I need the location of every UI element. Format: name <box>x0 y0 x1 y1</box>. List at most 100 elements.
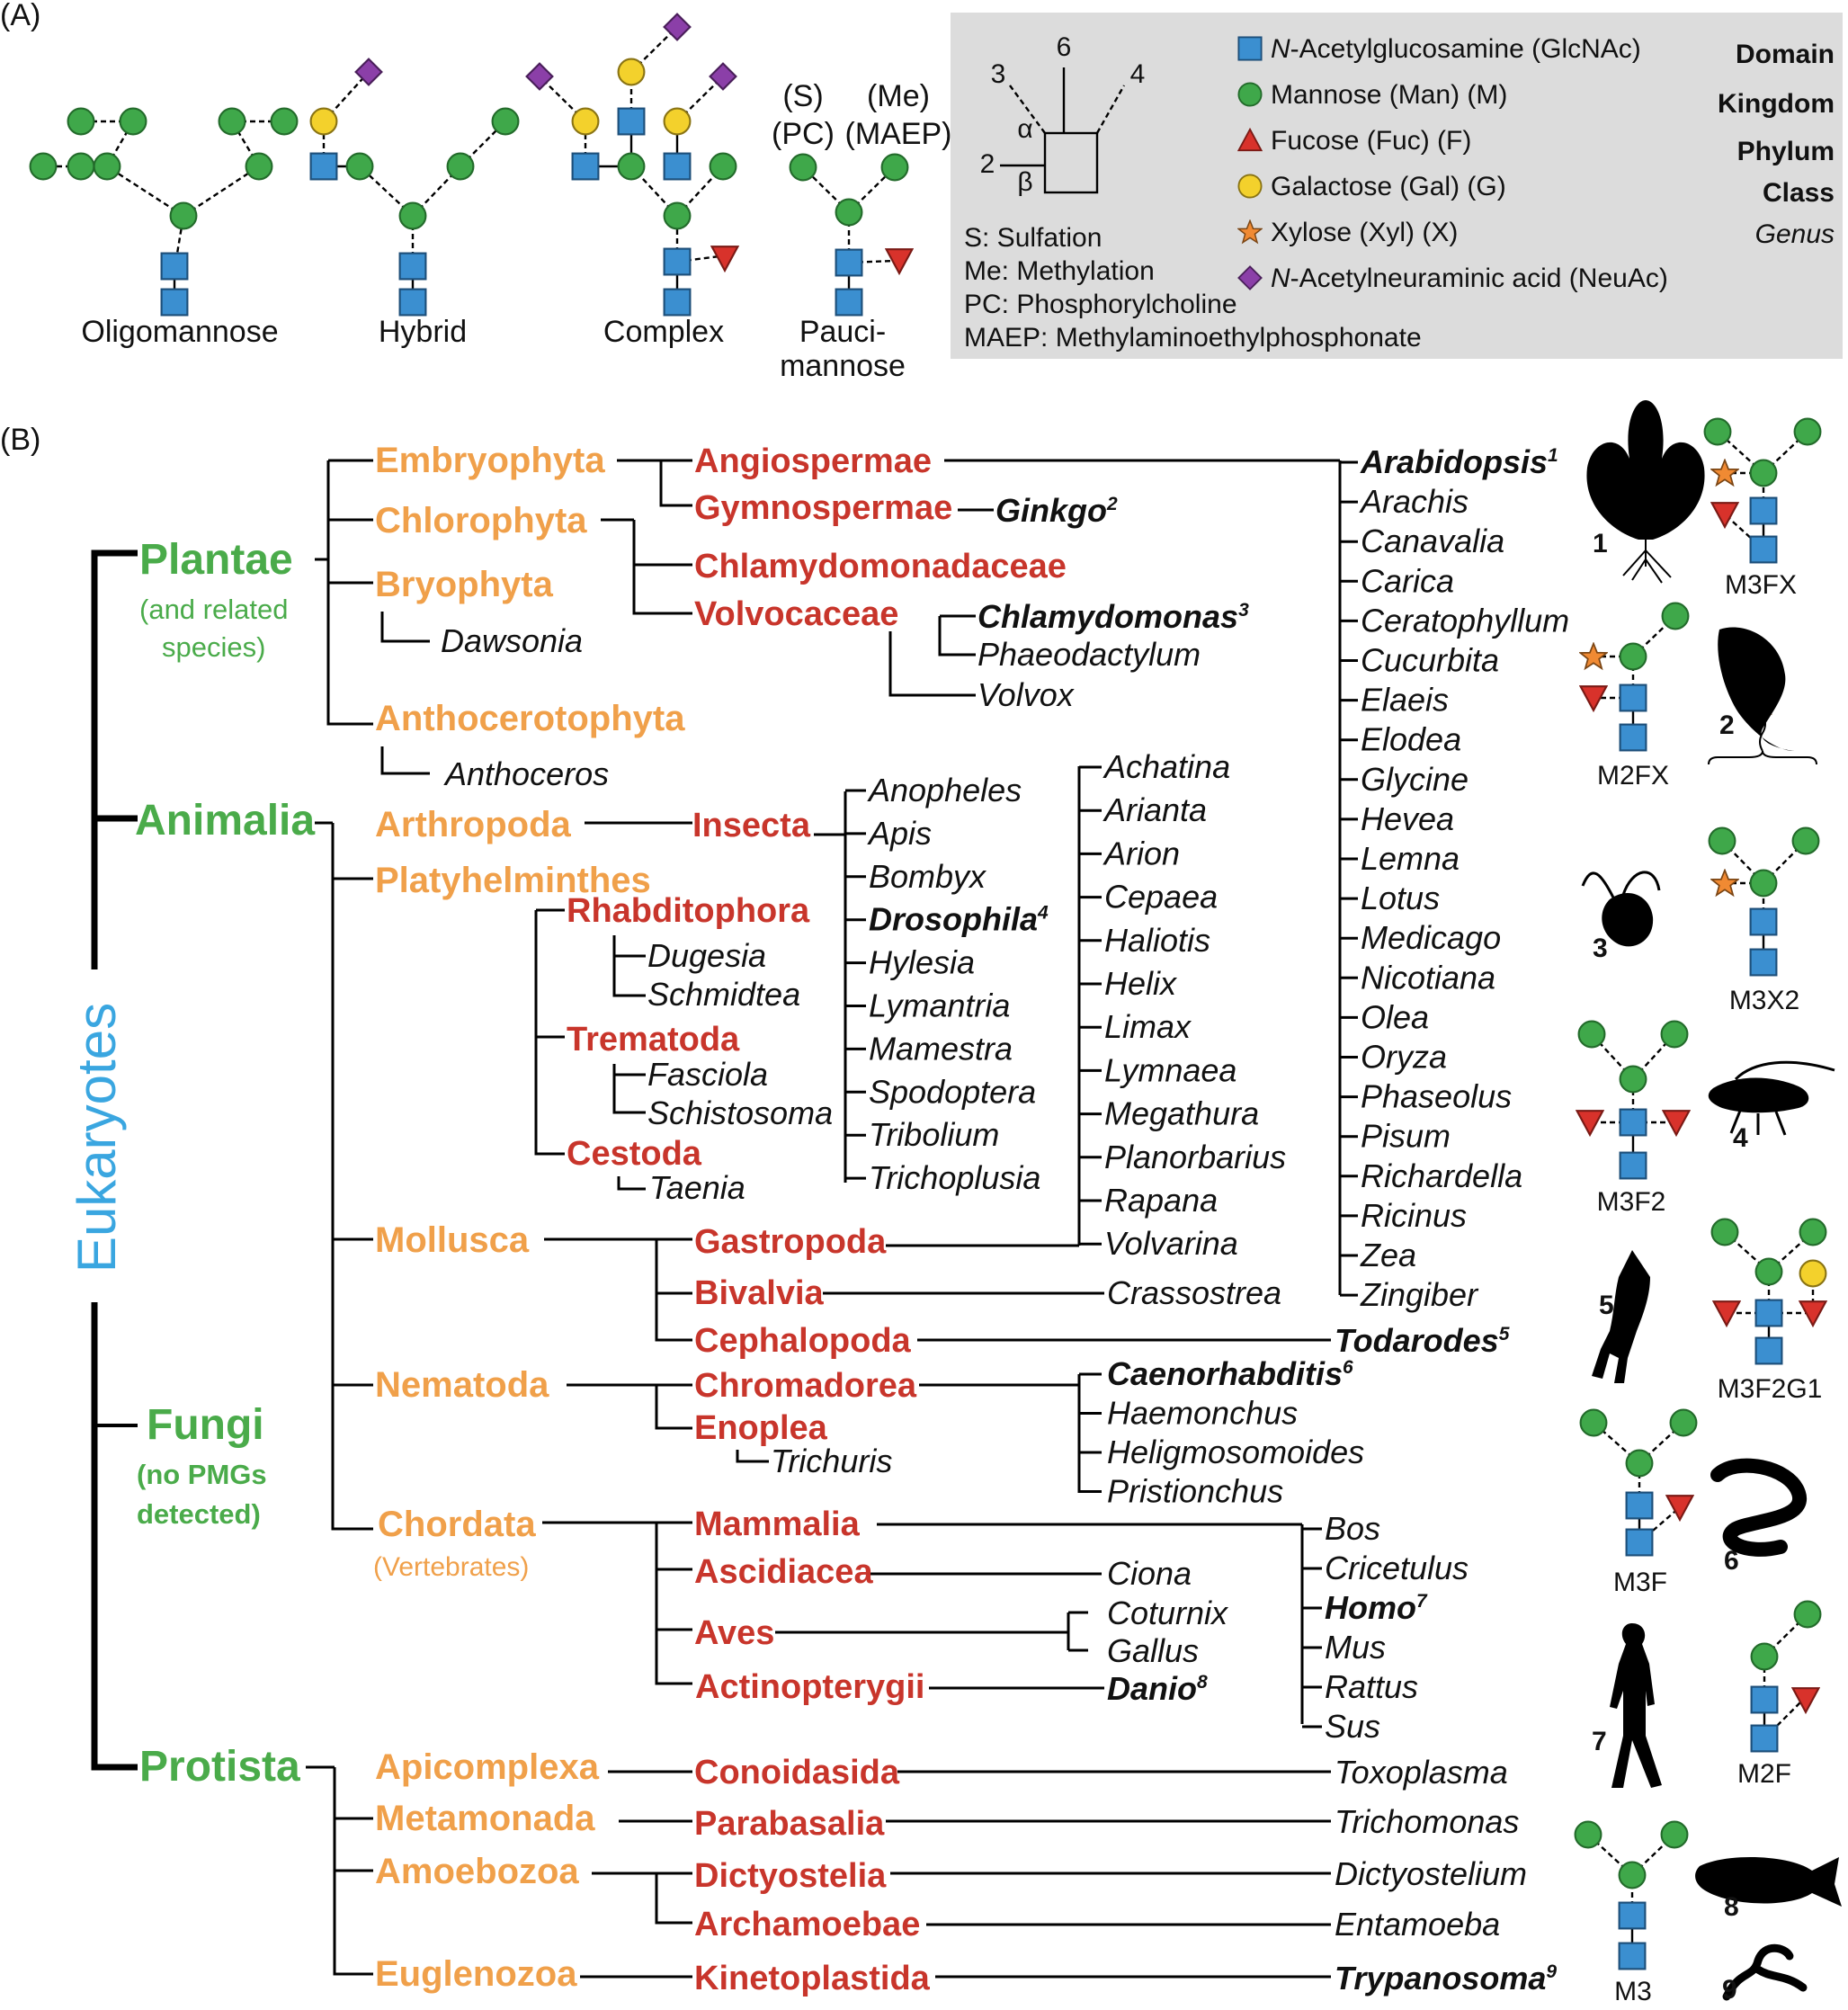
legend-entry-1: Mannose (Man) (M) <box>1271 80 1507 110</box>
mannose-circle <box>29 152 58 181</box>
class-actinopterygii: Actinopterygii <box>695 1668 924 1706</box>
panel-b-label: (B) <box>0 423 40 457</box>
glycan-label-m2f: M2F <box>1737 1759 1791 1789</box>
kingdom-protista: Protista <box>139 1743 300 1791</box>
trypanosoma-silhouette <box>1722 1943 1808 2001</box>
abbreviation-2: PC: Phosphorylcholine <box>964 290 1237 319</box>
genus-elodea: Elodea <box>1361 721 1461 758</box>
glycosidic-bond <box>106 165 184 218</box>
genus-trypanosoma: Trypanosoma9 <box>1335 1960 1557 1997</box>
glcnac-square <box>617 107 646 136</box>
kingdom-animalia: Animalia <box>135 797 315 844</box>
genus-limax: Limax <box>1104 1008 1192 1045</box>
genus-todarodes-ref: 5 <box>1499 1324 1510 1344</box>
glcnac-square <box>1750 1685 1779 1714</box>
antho-to-anthoceros <box>380 746 430 775</box>
kingdom-fungi: Fungi <box>147 1401 264 1449</box>
genus-anopheles: Anopheles <box>867 772 1022 808</box>
phylum-platyhelminthes: Platyhelminthes <box>375 861 651 900</box>
chordata-spine <box>655 1523 692 1685</box>
class-rhabditophora: Rhabditophora <box>567 892 810 930</box>
mannose-circle <box>446 152 475 181</box>
genus-toxoplasma: Toxoplasma <box>1335 1754 1508 1791</box>
fucose-triangle <box>710 246 739 272</box>
phylum-chlorophyta: Chlorophyta <box>375 501 587 540</box>
class-ascidiacea: Ascidiacea <box>694 1553 873 1591</box>
genus-rattus: Rattus <box>1325 1668 1418 1705</box>
genus-cucurbita: Cucurbita <box>1361 642 1499 679</box>
blue-square-icon <box>1237 36 1263 61</box>
genus-haliotis: Haliotis <box>1104 922 1210 959</box>
fucose-triangle <box>1576 1110 1604 1136</box>
mannose-circle <box>789 153 817 182</box>
glcnac-square <box>398 252 427 281</box>
mannose-circle <box>1710 1218 1739 1246</box>
glcnac-square <box>1619 1108 1647 1137</box>
rank-key-class: Class <box>1763 178 1835 208</box>
mannose-circle <box>398 201 427 230</box>
glcnac-square <box>1754 1336 1783 1365</box>
genus-danio: Danio8 <box>1107 1670 1208 1707</box>
rank-key-kingdom: Kingdom <box>1718 89 1835 119</box>
genus-phaseolus: Phaseolus <box>1361 1078 1512 1115</box>
mannose-circle <box>169 201 198 230</box>
flagella <box>1581 871 1661 900</box>
genus-planorbarius: Planorbarius <box>1104 1139 1286 1175</box>
genus-gallus: Gallus <box>1107 1632 1199 1669</box>
genus-megathura: Megathura <box>1104 1095 1259 1132</box>
class-cestoda: Cestoda <box>567 1135 702 1173</box>
legend-entry-italic: N <box>1271 34 1290 64</box>
chlorophyta-spine <box>632 520 692 615</box>
linkage-pos-2: 2 <box>980 149 995 179</box>
legend-entry-label: -Acetylglucosamine (GlcNAc) <box>1290 34 1641 64</box>
fucose-triangle <box>1712 1300 1741 1327</box>
phylum-apicomplexa: Apicomplexa <box>375 1747 600 1787</box>
genus-coturnix: Coturnix <box>1107 1595 1229 1631</box>
pauci-mod-maep: (MAEP) <box>845 117 952 151</box>
genus-haemonchus: Haemonchus <box>1107 1395 1298 1432</box>
arabidopsis-roots <box>1622 540 1672 584</box>
organism-silhouettes-layer <box>1581 400 1842 2001</box>
organism-number-4: 4 <box>1733 1123 1748 1153</box>
mannose-circle <box>1579 1408 1608 1437</box>
rank-key-phylum: Phylum <box>1737 137 1835 166</box>
bryophyta-to-dawsonia <box>380 612 430 643</box>
phylum-metamonada: Metamonada <box>375 1799 595 1838</box>
phylum-bryophyta: Bryophyta <box>375 565 554 604</box>
mannose-circle <box>1750 1642 1779 1671</box>
mannose-circle <box>880 153 909 182</box>
genus-schmidtea: Schmidtea <box>647 976 800 1013</box>
organism-number-6: 6 <box>1724 1546 1739 1576</box>
galactose-circle <box>1799 1259 1827 1288</box>
mannose-circle <box>218 107 246 136</box>
genus-lymantria: Lymantria <box>869 987 1010 1024</box>
class-gymnospermae: Gymnospermae <box>694 489 952 527</box>
organism-number-1: 1 <box>1593 529 1608 558</box>
class-cephalopoda: Cephalopoda <box>694 1322 912 1360</box>
class-chromadorea: Chromadorea <box>694 1367 917 1405</box>
legend-entry-0: N-Acetylglucosamine (GlcNAc) <box>1271 34 1641 64</box>
mannose-circle <box>1754 1257 1783 1286</box>
mannose-circle <box>1799 1218 1827 1246</box>
class-mammalia: Mammalia <box>694 1505 861 1543</box>
glcnac-square <box>1749 535 1778 564</box>
legend-entry-label: Mannose (Man) (M) <box>1271 80 1507 110</box>
genus-arabidopsis-ref: 1 <box>1548 445 1558 466</box>
organism-number-2: 2 <box>1719 710 1735 740</box>
glycan-type-oligomannose: Oligomannose <box>81 315 278 349</box>
genus-zingiber: Zingiber <box>1360 1276 1479 1313</box>
legend-entry-label: -Acetylneuraminic acid (NeuAc) <box>1290 264 1668 293</box>
glycan-label-m3f2: M3F2 <box>1597 1187 1666 1217</box>
genus-oryza: Oryza <box>1361 1039 1447 1076</box>
phylum-mollusca: Mollusca <box>375 1220 530 1260</box>
genus-pisum: Pisum <box>1361 1118 1451 1155</box>
genus-hylesia: Hylesia <box>869 944 975 981</box>
drosophila-silhouette <box>1708 1077 1809 1113</box>
galactose-circle <box>309 107 338 136</box>
genus-ricinus: Ricinus <box>1361 1197 1467 1234</box>
genus-homo: Homo7 <box>1325 1589 1428 1626</box>
genus-arianta: Arianta <box>1103 791 1207 828</box>
genus-caenorhabditis-ref: 6 <box>1343 1357 1353 1378</box>
